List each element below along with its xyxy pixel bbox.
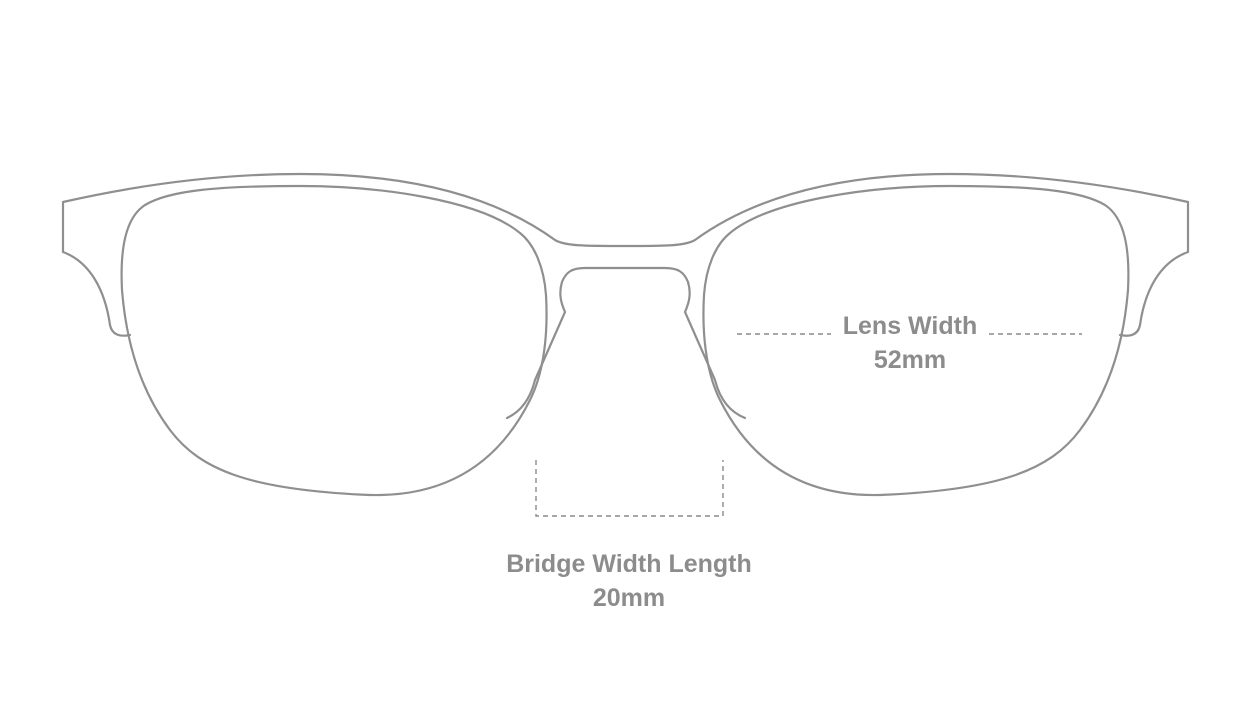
lens-width-label: Lens Width 52mm — [810, 309, 1010, 377]
left-lens — [120, 184, 548, 497]
left-temple-hook — [61, 250, 132, 337]
bridge-width-value: 20mm — [592, 584, 666, 612]
bridge-width-bracket — [535, 460, 724, 517]
lens-width-title: Lens Width — [842, 312, 978, 340]
frame-outline — [61, 172, 1190, 337]
bridge-width-label: Bridge Width Length 20mm — [469, 547, 789, 615]
right-lens — [702, 184, 1130, 497]
bridge-outline — [505, 266, 747, 420]
bridge-width-title: Bridge Width Length — [506, 550, 752, 578]
lens-width-value: 52mm — [873, 346, 947, 374]
